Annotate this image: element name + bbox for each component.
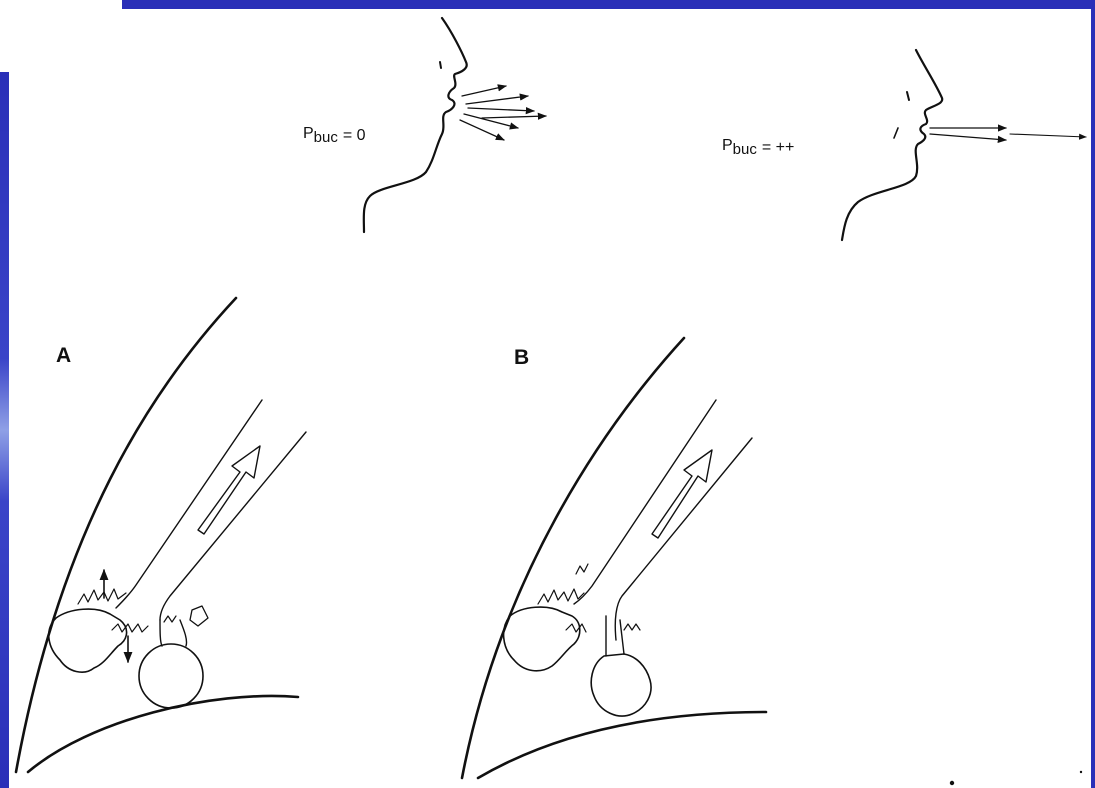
pbuc-plus-value: = ++ — [762, 139, 794, 156]
panel-b-letter: B — [514, 346, 529, 369]
face-open-mouth — [364, 18, 467, 232]
panel-b-lung — [462, 338, 766, 778]
pbuc-zero-main: P — [303, 125, 314, 142]
pbuc-plus-main: P — [722, 137, 733, 154]
pbuc-zero-sub: buc — [314, 129, 339, 146]
face-pursed-lips — [842, 50, 942, 240]
panel-a-letter: A — [56, 344, 71, 367]
pbuc-plus-label: Pbuc= ++ — [722, 137, 794, 158]
pbuc-zero-label: Pbuc= 0 — [303, 125, 366, 146]
speck-dot — [950, 781, 954, 785]
exhale-arrows-focused — [930, 128, 1086, 140]
speck-dot — [1080, 771, 1082, 773]
pbuc-zero-value: = 0 — [343, 127, 366, 144]
exhale-arrows-dispersed — [460, 86, 546, 140]
pbuc-plus-sub: buc — [733, 141, 758, 158]
panel-a-lung — [16, 298, 306, 772]
